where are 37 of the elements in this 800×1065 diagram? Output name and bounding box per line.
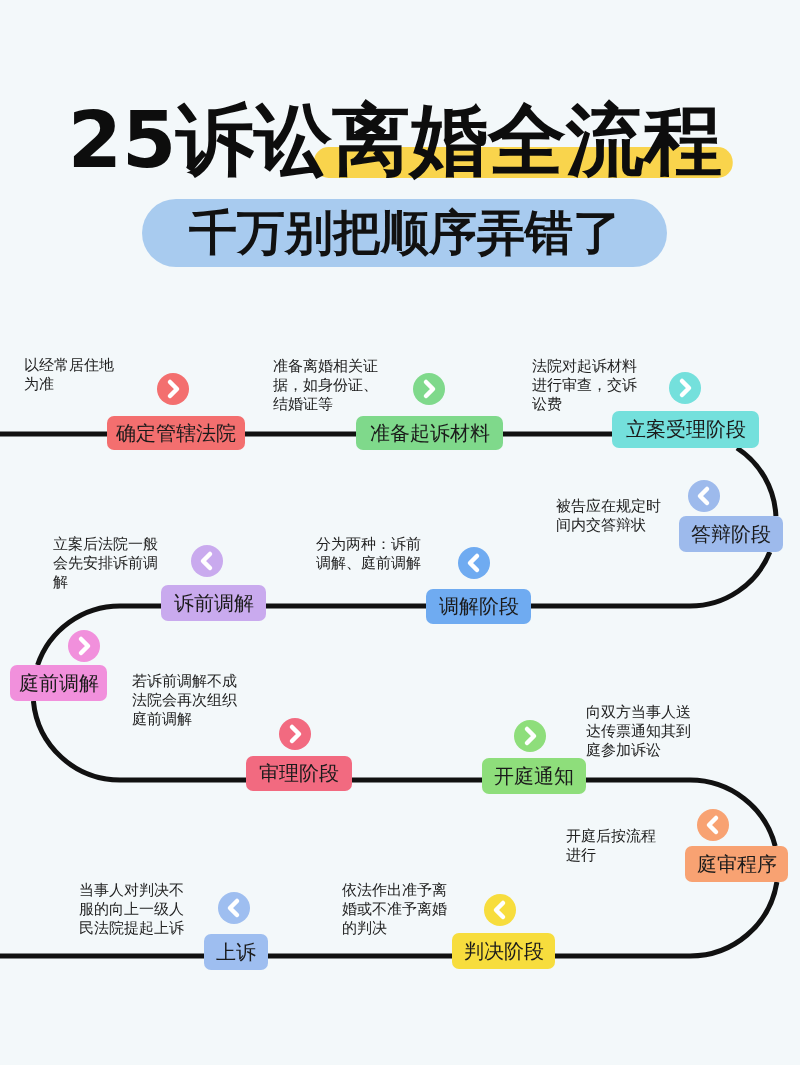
- step-box: 庭审程序: [685, 846, 788, 882]
- connector-line: [0, 431, 107, 437]
- connector-line: [352, 777, 482, 783]
- step-box: 诉前调解: [161, 585, 266, 621]
- description-text: 准备离婚相关证据，如身份证、结婚证等: [273, 357, 379, 414]
- connector-line: [555, 881, 780, 959]
- step-box: 开庭通知: [482, 758, 586, 794]
- description-text: 开庭后按流程进行: [566, 827, 657, 865]
- connector-line: [0, 953, 204, 959]
- description-text: 立案后法院一般会先安排诉前调解: [53, 535, 159, 592]
- connector-line: [245, 431, 356, 437]
- description-text: 依法作出准予离婚或不准予离婚的判决: [342, 881, 448, 938]
- step-box: 答辩阶段: [679, 516, 783, 552]
- step-box: 审理阶段: [246, 756, 352, 791]
- connector-line: [531, 550, 773, 609]
- connector-line: [266, 603, 426, 609]
- step-box: 上诉: [204, 934, 268, 970]
- description-text: 向双方当事人送达传票通知其到庭参加诉讼: [586, 703, 692, 760]
- description-text: 分为两种：诉前调解、庭前调解: [316, 535, 422, 573]
- description-text: 法院对起诉材料进行审查，交诉讼费: [532, 357, 638, 414]
- subtitle-banner: 千万别把顺序弄错了: [142, 199, 667, 267]
- description-text: 若诉前调解不成法院会再次组织庭前调解: [132, 672, 238, 729]
- description-text: 当事人对判决不服的向上一级人民法院提起上诉: [79, 881, 185, 938]
- step-box: 准备起诉材料: [356, 416, 503, 450]
- step-box: 确定管辖法院: [107, 416, 245, 450]
- connector-line: [503, 431, 612, 437]
- description-text: 以经常居住地为准: [24, 356, 115, 394]
- step-box: 庭前调解: [10, 665, 107, 701]
- step-box: 立案受理阶段: [612, 411, 759, 448]
- description-text: 被告应在规定时间内交答辩状: [556, 497, 662, 535]
- connector-line: [586, 777, 778, 847]
- step-box: 判决阶段: [452, 933, 555, 969]
- connector-line: [268, 953, 452, 959]
- connector-line: [30, 700, 246, 783]
- connector-line: [735, 446, 779, 517]
- connector-line: [35, 603, 161, 666]
- step-box: 调解阶段: [426, 589, 531, 624]
